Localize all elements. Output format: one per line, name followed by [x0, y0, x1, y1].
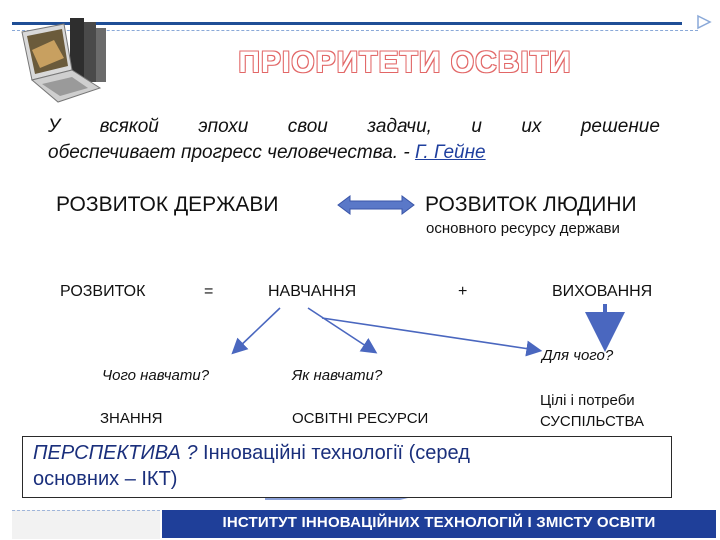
page-title: ПРІОРИТЕТИ ОСВІТИ — [238, 46, 572, 79]
quote-word: всякой — [99, 116, 159, 137]
answer-goals-line1: Цілі і потреби — [540, 392, 635, 409]
formula-learning: НАВЧАННЯ — [268, 283, 357, 300]
answer-goals-line2: СУСПІЛЬСТВА — [540, 413, 645, 430]
human-development-subtitle: основного ресурсу держави — [426, 220, 620, 237]
quote-word: и — [471, 116, 482, 137]
question-what: Чого навчати? — [102, 367, 210, 384]
arrow-to-how — [307, 307, 378, 354]
answer-knowledge: ЗНАННЯ — [100, 410, 163, 427]
corner-triangle-icon — [697, 14, 712, 30]
quote-author: Г. Гейне — [414, 142, 486, 163]
footer-left-panel — [12, 510, 160, 539]
human-development-label: РОЗВИТОК ЛЮДИНИ — [425, 193, 637, 216]
perspective-line-1: ПЕРСПЕКТИВА ? Інноваційні технології (се… — [33, 440, 653, 466]
laptop-books-icon — [21, 18, 106, 103]
formula-upbringing: ВИХОВАННЯ — [552, 283, 653, 300]
quote-line-2: обеспечивает прогресс человечества. - Г.… — [48, 140, 660, 166]
quote-word: их — [521, 116, 542, 137]
footer-institute: ІНСТИТУТ ІННОВАЦІЙНИХ ТЕХНОЛОГІЙ І ЗМІСТ… — [222, 514, 656, 531]
quote-word: У — [48, 116, 61, 137]
double-arrow-icon — [337, 195, 415, 215]
formula-equals: = — [204, 283, 214, 300]
question-how: Як навчати? — [292, 367, 383, 384]
quote-text: обеспечивает прогресс человечества. - — [48, 142, 415, 163]
perspective-text: ПЕРСПЕКТИВА ? Інноваційні технології (се… — [33, 440, 653, 492]
quote-word: решение — [580, 116, 660, 137]
arrow-to-what — [231, 307, 281, 355]
perspective-line-2: основних – ІКТ) — [33, 468, 178, 490]
answer-resources: ОСВІТНІ РЕСУРСИ — [292, 410, 429, 427]
quote-word: задачи, — [367, 116, 432, 137]
perspective-box — [22, 436, 672, 498]
top-dashed-rule — [12, 30, 698, 31]
quote-word: эпохи — [198, 116, 249, 137]
perspective-lead: ПЕРСПЕКТИВА ? — [33, 442, 204, 464]
quote-line-1: У всякой эпохи свои задачи, и их решение — [48, 114, 660, 140]
formula-term: РОЗВИТОК — [60, 283, 146, 300]
quote: У всякой эпохи свои задачи, и их решение… — [48, 114, 660, 166]
footer-bar — [162, 510, 716, 538]
arrow-to-why — [321, 317, 543, 357]
question-why: Для чого? — [542, 347, 614, 364]
top-rule — [12, 22, 682, 25]
quote-word: свои — [287, 116, 328, 137]
perspective-tech: Інноваційні технології (серед — [203, 442, 470, 464]
formula-plus: + — [458, 283, 468, 300]
state-development-label: РОЗВИТОК ДЕРЖАВИ — [56, 193, 279, 216]
